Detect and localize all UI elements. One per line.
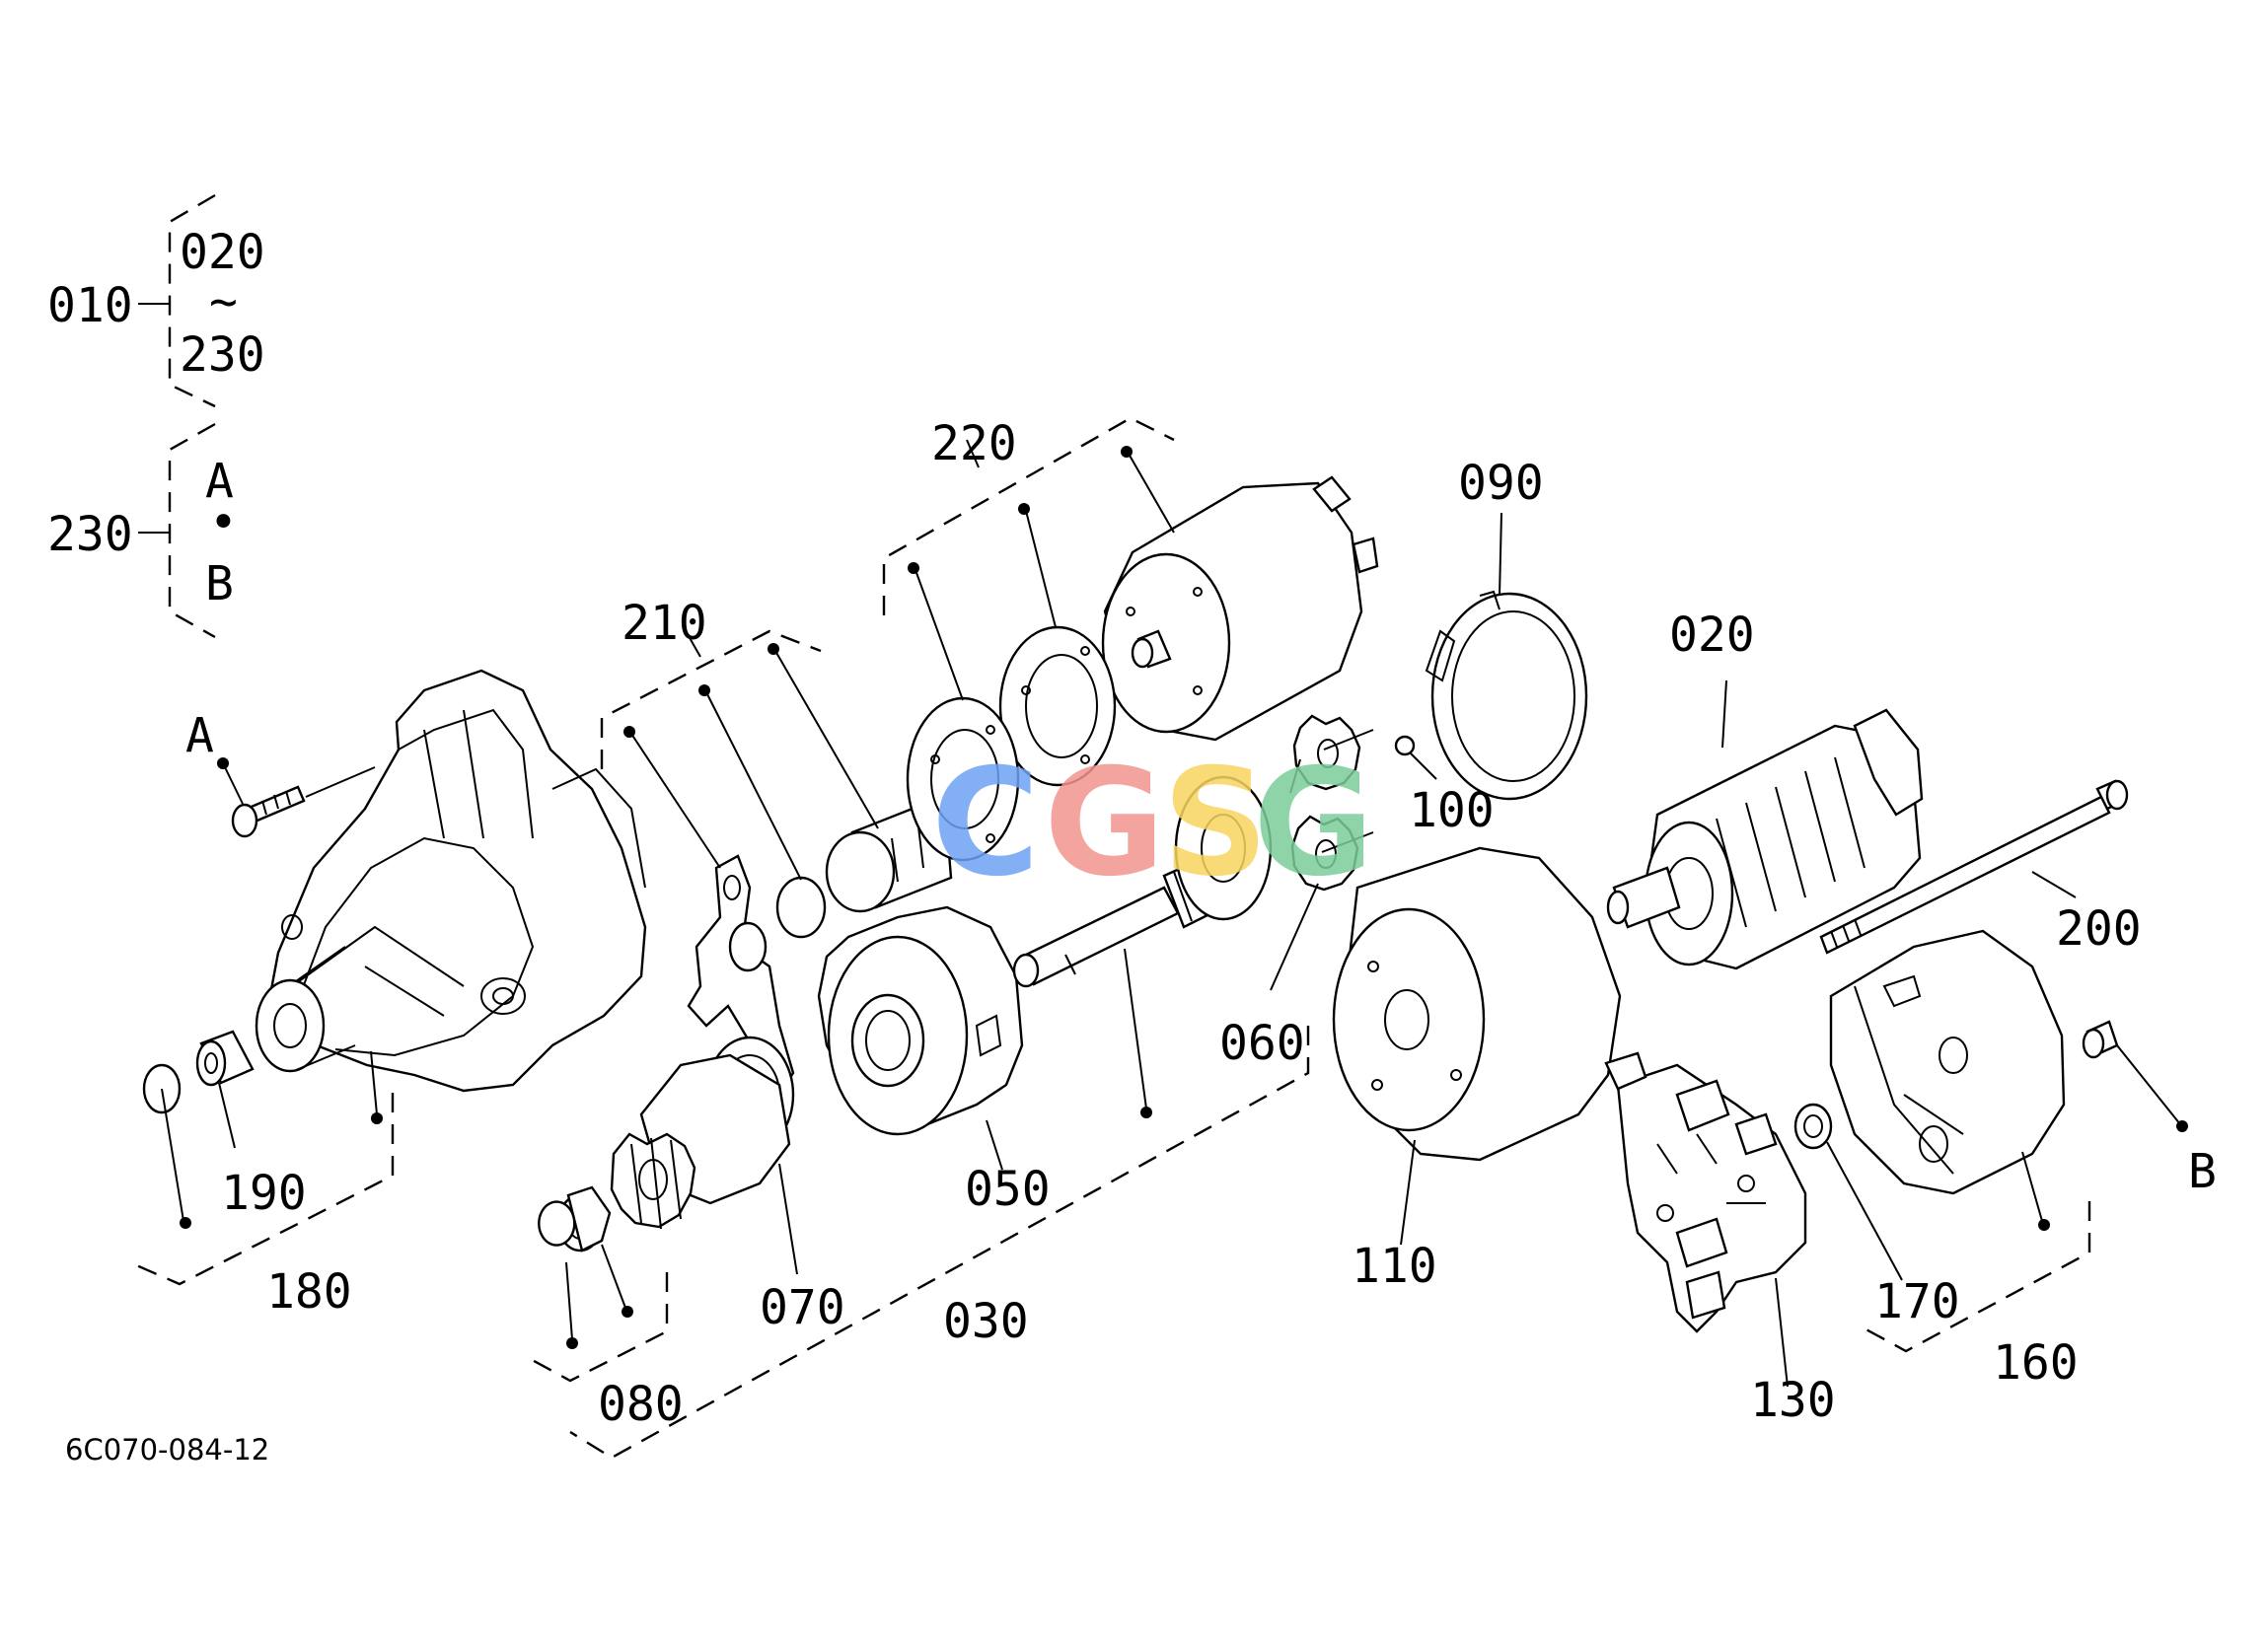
leader-lines [161,439,2077,1388]
legend-range-separator: ~ [209,274,238,329]
legend-kit-230: 230 A • B [47,422,238,639]
legend-set-010: 010 020 ~ 230 [47,193,265,408]
brush-holder [1604,1051,1807,1333]
rear-end-frame [1829,929,2066,1195]
legend-range-from: 020 [180,225,265,280]
armature [1606,708,1924,970]
callout-180: 180 [266,1264,352,1320]
yoke-assembly [1332,846,1622,1162]
through-bolt [1819,779,2129,955]
legend-kit-item-a: A [205,454,234,509]
callout-170: 170 [1874,1274,1960,1329]
pinion-gear [610,1132,696,1230]
watermark-letter-2: G [1044,738,1165,909]
group-outline-180 [133,1093,395,1286]
callout-100: 100 [1409,783,1495,838]
callout-200: 200 [2056,901,2142,957]
gear-housing [817,905,1024,1136]
callout-030: 030 [943,1294,1029,1349]
bolt-a [217,757,376,838]
group-outline-220 [882,416,1175,615]
watermark-letter-4: G [1253,738,1374,909]
callout-160: 160 [1993,1335,2079,1391]
legend-kit-number: 230 [47,507,133,562]
group-outline-080 [526,1272,669,1383]
front-housing [255,669,647,1093]
callout-ref-b: B [2188,1144,2217,1199]
callout-210: 210 [622,596,707,651]
watermark: C G S G [931,738,1374,909]
legend-set-number: 010 [47,278,133,333]
snap-ring [538,1200,576,1247]
callout-070: 070 [760,1280,845,1335]
callout-110: 110 [1352,1239,1437,1294]
internal-gear-ring [1425,590,1588,801]
legend-range-to: 230 [180,327,265,383]
planetary-gear-upper [1292,714,1361,791]
callout-labels: 020 030 050 060 070 080 090 100 110 130 … [185,416,2217,1432]
legend-kit-separator: • [209,495,238,550]
screw-b [2082,1020,2188,1132]
washer-210 [775,876,827,939]
callout-ref-a: A [185,708,214,763]
group-outline-030 [569,1026,1310,1460]
callout-130: 130 [1750,1373,1836,1428]
watermark-letter-1: C [931,738,1040,909]
drawing-code: 6C070-084-12 [65,1433,269,1467]
solenoid-gasket [998,625,1117,787]
magnetic-switch [1101,475,1379,742]
callout-190: 190 [221,1166,307,1221]
group-outline-210 [600,629,822,769]
callout-090: 090 [1458,456,1544,511]
watermark-letter-3: S [1162,738,1269,909]
callout-020: 020 [1669,608,1755,663]
callout-050: 050 [965,1162,1051,1217]
group-outline-160 [1862,1201,2091,1353]
rear-bushing [1793,1103,1833,1150]
legend-kit-item-b: B [205,556,234,611]
callout-220: 220 [931,416,1017,471]
steel-ball [1394,735,1416,756]
planetary-carrier [1174,775,1273,921]
planetary-gear-lower [1290,815,1359,892]
bushing-190 [195,1030,255,1087]
callout-080: 080 [598,1377,684,1432]
callout-060: 060 [1219,1016,1305,1071]
